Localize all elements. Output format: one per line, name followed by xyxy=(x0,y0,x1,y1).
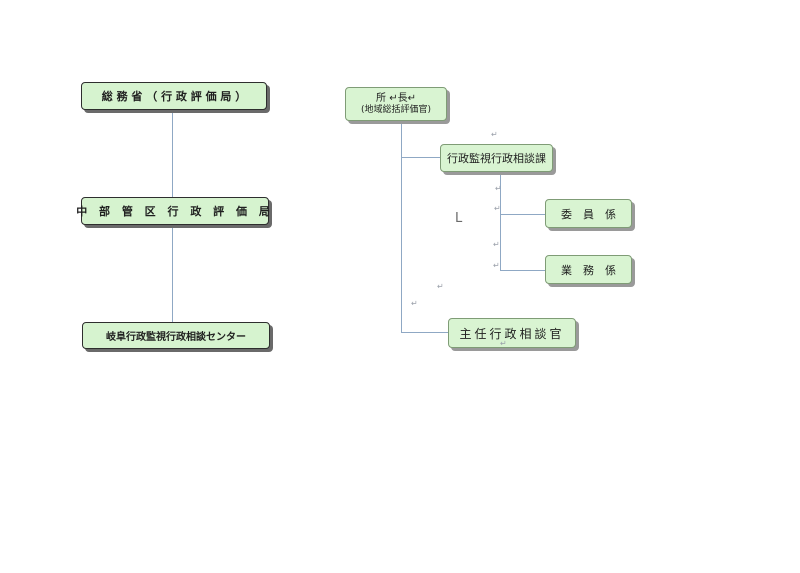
affairs-label: 業 務 係 xyxy=(561,263,616,277)
return-mark: ↵ xyxy=(411,299,418,308)
ministry-label: 総 務 省 （ 行 政 評 価 局 ） xyxy=(101,90,247,103)
section-box: 行政監視行政相談課 xyxy=(440,144,553,172)
officer-branch-line xyxy=(401,332,448,333)
section-label: 行政監視行政相談課 xyxy=(447,152,546,165)
regional-bureau-box: 中 部 管 区 行 政 評 価 局 xyxy=(76,197,270,225)
director-trunk-line xyxy=(401,121,402,332)
officer-box: 主任行政相談官 xyxy=(448,318,576,348)
return-mark: ↵ xyxy=(500,339,507,348)
section-trunk-line xyxy=(500,171,501,270)
return-mark: ↵ xyxy=(493,240,500,249)
center-box: 岐阜行政監視行政相談センター xyxy=(82,322,270,349)
affairs-branch-line xyxy=(500,270,545,271)
return-mark: ↵ xyxy=(495,184,502,193)
section-branch-line xyxy=(401,157,441,158)
member-branch-line xyxy=(500,214,545,215)
affairs-box: 業 務 係 xyxy=(545,255,632,284)
return-mark: ↵ xyxy=(493,261,500,270)
regional-bureau-label: 中 部 管 区 行 政 評 価 局 xyxy=(76,205,274,218)
return-mark: ↵ xyxy=(491,130,498,139)
bracket-mark: L xyxy=(455,211,463,226)
return-mark: ↵ xyxy=(494,204,501,213)
director-box: 所 ↵長↵ (地域総括評価官) xyxy=(345,87,447,121)
officer-label: 主任行政相談官 xyxy=(459,326,565,341)
center-label: 岐阜行政監視行政相談センター xyxy=(106,332,246,343)
member-label: 委 員 係 xyxy=(561,207,616,221)
director-title: 所 ↵長↵ xyxy=(376,93,416,105)
member-box: 委 員 係 xyxy=(545,199,632,228)
ministry-box: 総 務 省 （ 行 政 評 価 局 ） xyxy=(81,82,267,110)
return-mark: ↵ xyxy=(437,282,444,291)
director-subtitle: (地域総括評価官) xyxy=(360,104,432,115)
